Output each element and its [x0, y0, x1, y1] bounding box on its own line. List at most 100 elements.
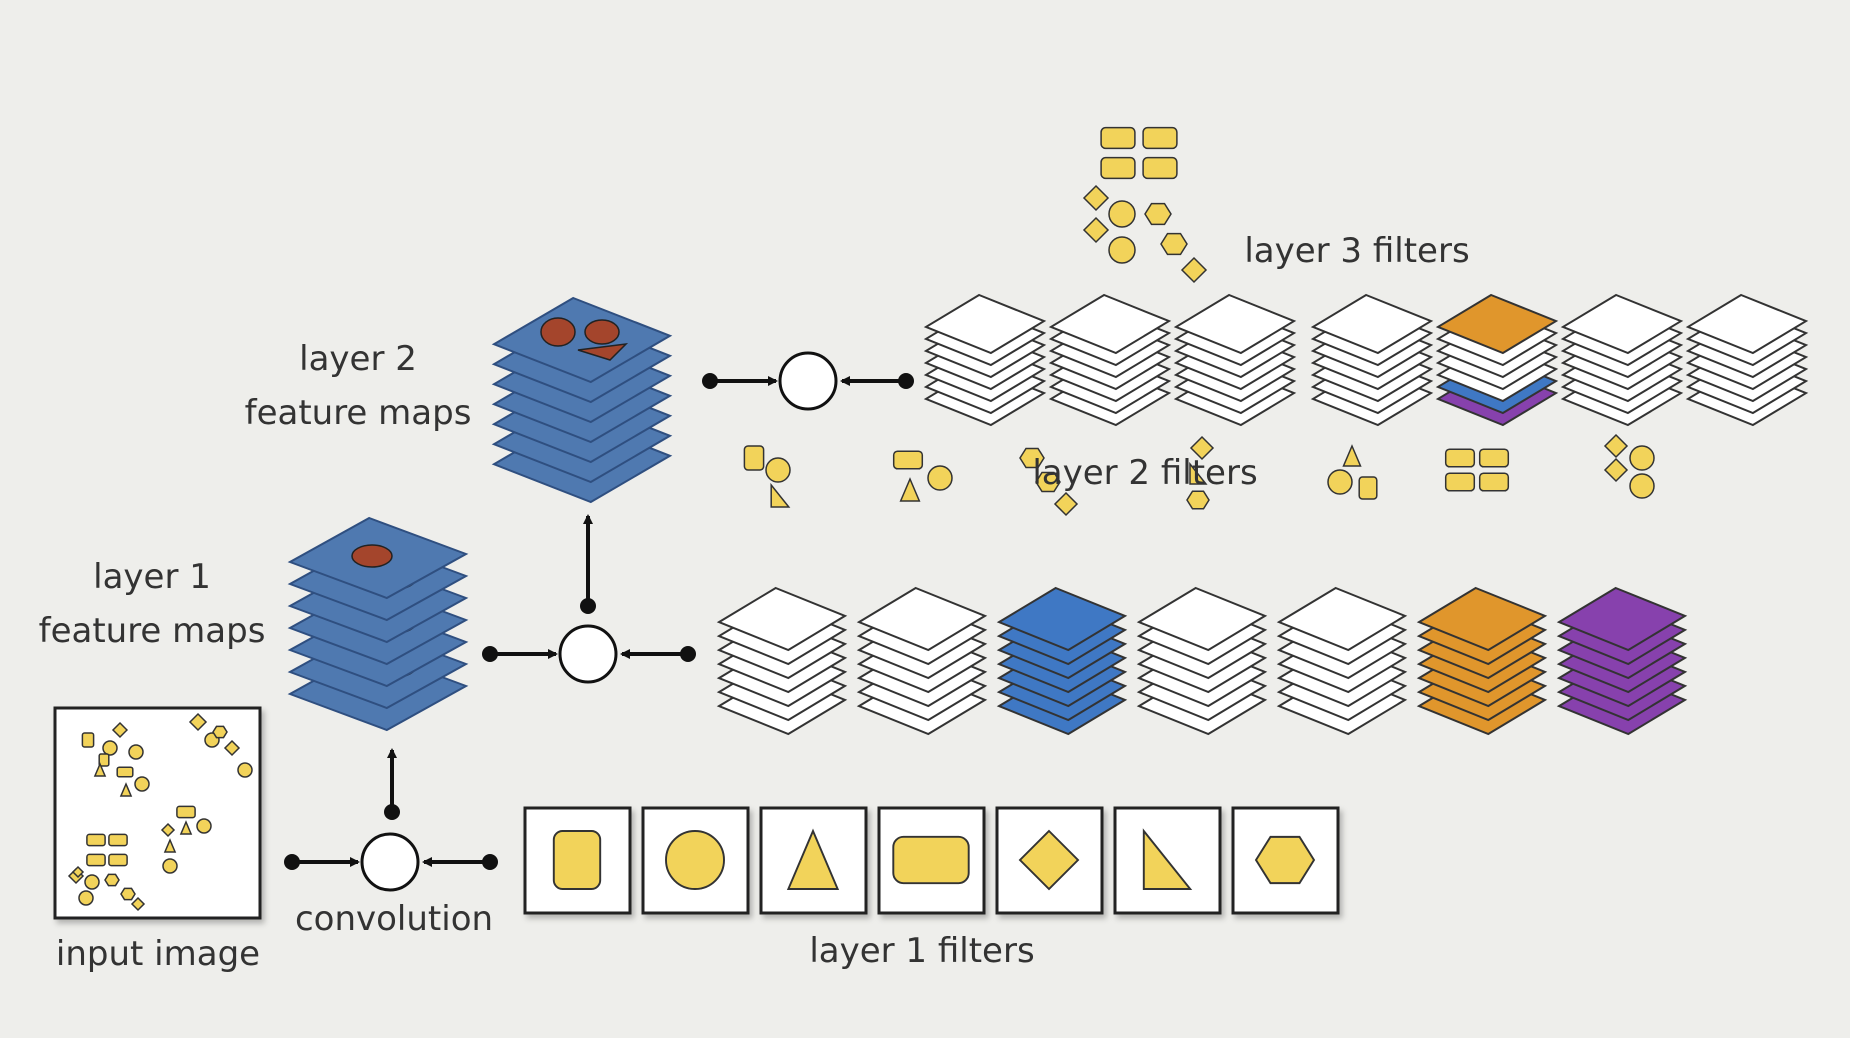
diamond-icon — [1180, 256, 1208, 284]
layer2-filter-slab — [1556, 586, 1688, 652]
layer2-filter-slab — [996, 586, 1128, 652]
hexagon-icon — [1160, 232, 1188, 256]
rounded-rectangle-icon — [892, 835, 970, 885]
circle-icon — [237, 762, 253, 778]
filter-box — [1231, 806, 1340, 915]
layer2-filter-slab — [856, 586, 988, 652]
circle-icon — [134, 776, 150, 792]
hexagon-icon — [104, 873, 120, 887]
triangle-icon — [899, 477, 921, 502]
circle-icon — [1108, 236, 1136, 264]
circle-icon — [765, 457, 791, 483]
rounded-rectangle-icon — [892, 450, 924, 470]
rounded-square-icon — [98, 753, 110, 767]
rounded-square-icon — [743, 445, 765, 471]
feature-blob — [584, 319, 620, 345]
rounded-rectangle-icon — [1100, 126, 1136, 150]
convolution-node-2 — [482, 514, 696, 684]
hexagon-icon — [1186, 490, 1210, 510]
layer1-feature-maps — [287, 516, 469, 732]
layer3-filter-slab — [923, 293, 1047, 355]
layer1-filters — [523, 806, 1340, 915]
layer2-filter-slab — [716, 586, 848, 652]
layer2-filter-slab — [1276, 586, 1408, 652]
triangle-icon — [163, 838, 177, 853]
hexagon-icon — [1019, 447, 1045, 469]
layer3-filter-slab — [1560, 293, 1684, 355]
hexagon-icon — [120, 887, 136, 901]
feature-map-slab — [491, 296, 673, 384]
layer1-maps-label-line1: layer 1 — [93, 557, 211, 597]
layer1-maps-label-line2: feature maps — [39, 611, 266, 651]
rounded-square-icon — [1358, 476, 1378, 500]
diamond-icon — [1082, 184, 1110, 212]
circle-icon — [1629, 473, 1655, 499]
circle-icon — [128, 744, 144, 760]
layer3-filter-slab — [1685, 293, 1809, 355]
rounded-rectangle-icon — [1142, 126, 1178, 150]
rounded-rectangle-icon — [86, 853, 106, 867]
hexagon-icon — [212, 725, 228, 739]
rounded-rectangle-icon — [108, 853, 128, 867]
rounded-rectangle-icon — [116, 766, 134, 778]
layer3-filter-slab — [1048, 293, 1172, 355]
rounded-rectangle-icon — [1478, 448, 1510, 468]
diamond-icon — [130, 896, 146, 912]
circle-icon — [1629, 445, 1655, 471]
diamond-icon — [1189, 435, 1215, 461]
right-triangle-icon — [770, 482, 791, 508]
rounded-rectangle-icon — [1444, 472, 1476, 492]
diamond-icon — [111, 721, 129, 739]
input-image-label: input image — [56, 934, 260, 974]
layer3-filter-slab — [1173, 293, 1297, 355]
diamond-icon — [223, 739, 241, 757]
hexagon-icon — [1035, 471, 1061, 493]
right-triangle-icon — [1142, 828, 1193, 890]
diamond-icon — [160, 822, 176, 838]
layer3-filter-slab — [1435, 293, 1559, 355]
input-image — [53, 706, 262, 920]
layer3-filter-shapes — [1082, 126, 1208, 284]
rounded-rectangle-icon — [176, 805, 196, 819]
diamond-icon — [1082, 216, 1110, 244]
circle-icon — [102, 740, 118, 756]
rounded-rectangle-icon — [1444, 448, 1476, 468]
diamond-icon — [188, 712, 208, 732]
layer2-filters — [716, 433, 1688, 736]
triangle-icon — [786, 828, 840, 890]
triangle-icon — [93, 762, 107, 777]
convolution-label: convolution — [295, 899, 493, 939]
triangle-icon — [119, 782, 133, 797]
rounded-rectangle-icon — [1142, 156, 1178, 180]
rounded-square-icon — [552, 830, 602, 890]
triangle-icon — [1342, 444, 1362, 467]
convolution-node-1 — [284, 748, 498, 892]
rounded-rectangle-icon — [86, 833, 106, 847]
rounded-square-icon — [81, 732, 95, 748]
layer2-filters-label: layer 2 filters — [1032, 453, 1257, 493]
circle-icon — [1327, 469, 1353, 495]
feature-blob — [351, 544, 393, 568]
triangle-icon — [179, 820, 193, 835]
hexagon-icon — [1254, 835, 1316, 885]
diamond-icon — [1603, 457, 1629, 483]
diamond-icon — [1603, 433, 1629, 459]
layer2-filter-slab — [1416, 586, 1548, 652]
diamond-icon — [1053, 491, 1079, 517]
diamond-icon — [1018, 829, 1080, 891]
layer2-maps-label-line1: layer 2 — [299, 339, 417, 379]
feature-blob — [577, 342, 629, 361]
rounded-rectangle-icon — [1478, 472, 1510, 492]
diamond-icon — [71, 865, 85, 879]
circle-icon — [1108, 200, 1136, 228]
circle-icon — [162, 858, 178, 874]
circle-icon — [927, 465, 953, 491]
layer2-feature-maps — [491, 296, 673, 504]
rounded-rectangle-icon — [108, 833, 128, 847]
convolution-node-3 — [702, 351, 914, 411]
hexagon-icon — [1144, 202, 1172, 226]
circle-icon — [196, 818, 212, 834]
feature-blob — [540, 317, 576, 347]
right-triangle-icon — [1189, 461, 1208, 485]
